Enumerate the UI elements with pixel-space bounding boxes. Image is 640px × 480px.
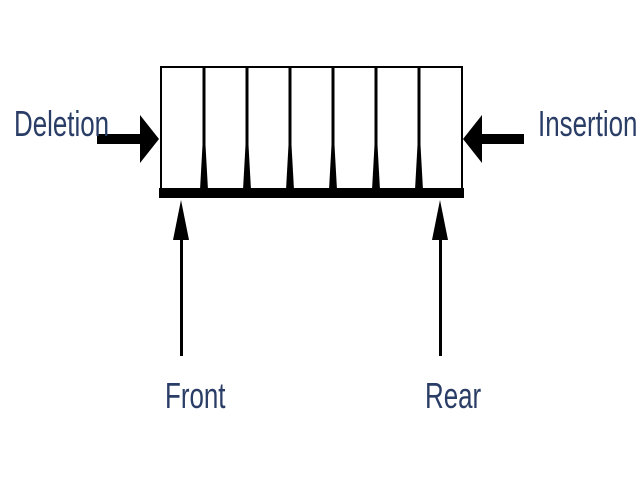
queue-cell-divider [372,67,380,190]
insertion-label: Insertion [538,103,638,144]
deletion-arrow [97,115,159,163]
queue-cell-divider [243,67,251,190]
insertion-arrow [463,115,524,163]
queue-box [159,66,464,198]
queue-base-bar [159,188,464,198]
front-arrow [173,200,189,356]
queue-cell-divider [286,67,294,190]
deletion-label: Deletion [14,103,110,144]
queue-cell-divider [329,67,337,190]
rear-label: Rear [425,375,482,416]
front-label: Front [165,375,226,416]
queue-cell-divider [415,67,423,190]
queue-outline [160,66,463,195]
queue-cell-divider [200,67,208,190]
rear-arrow [432,200,448,356]
